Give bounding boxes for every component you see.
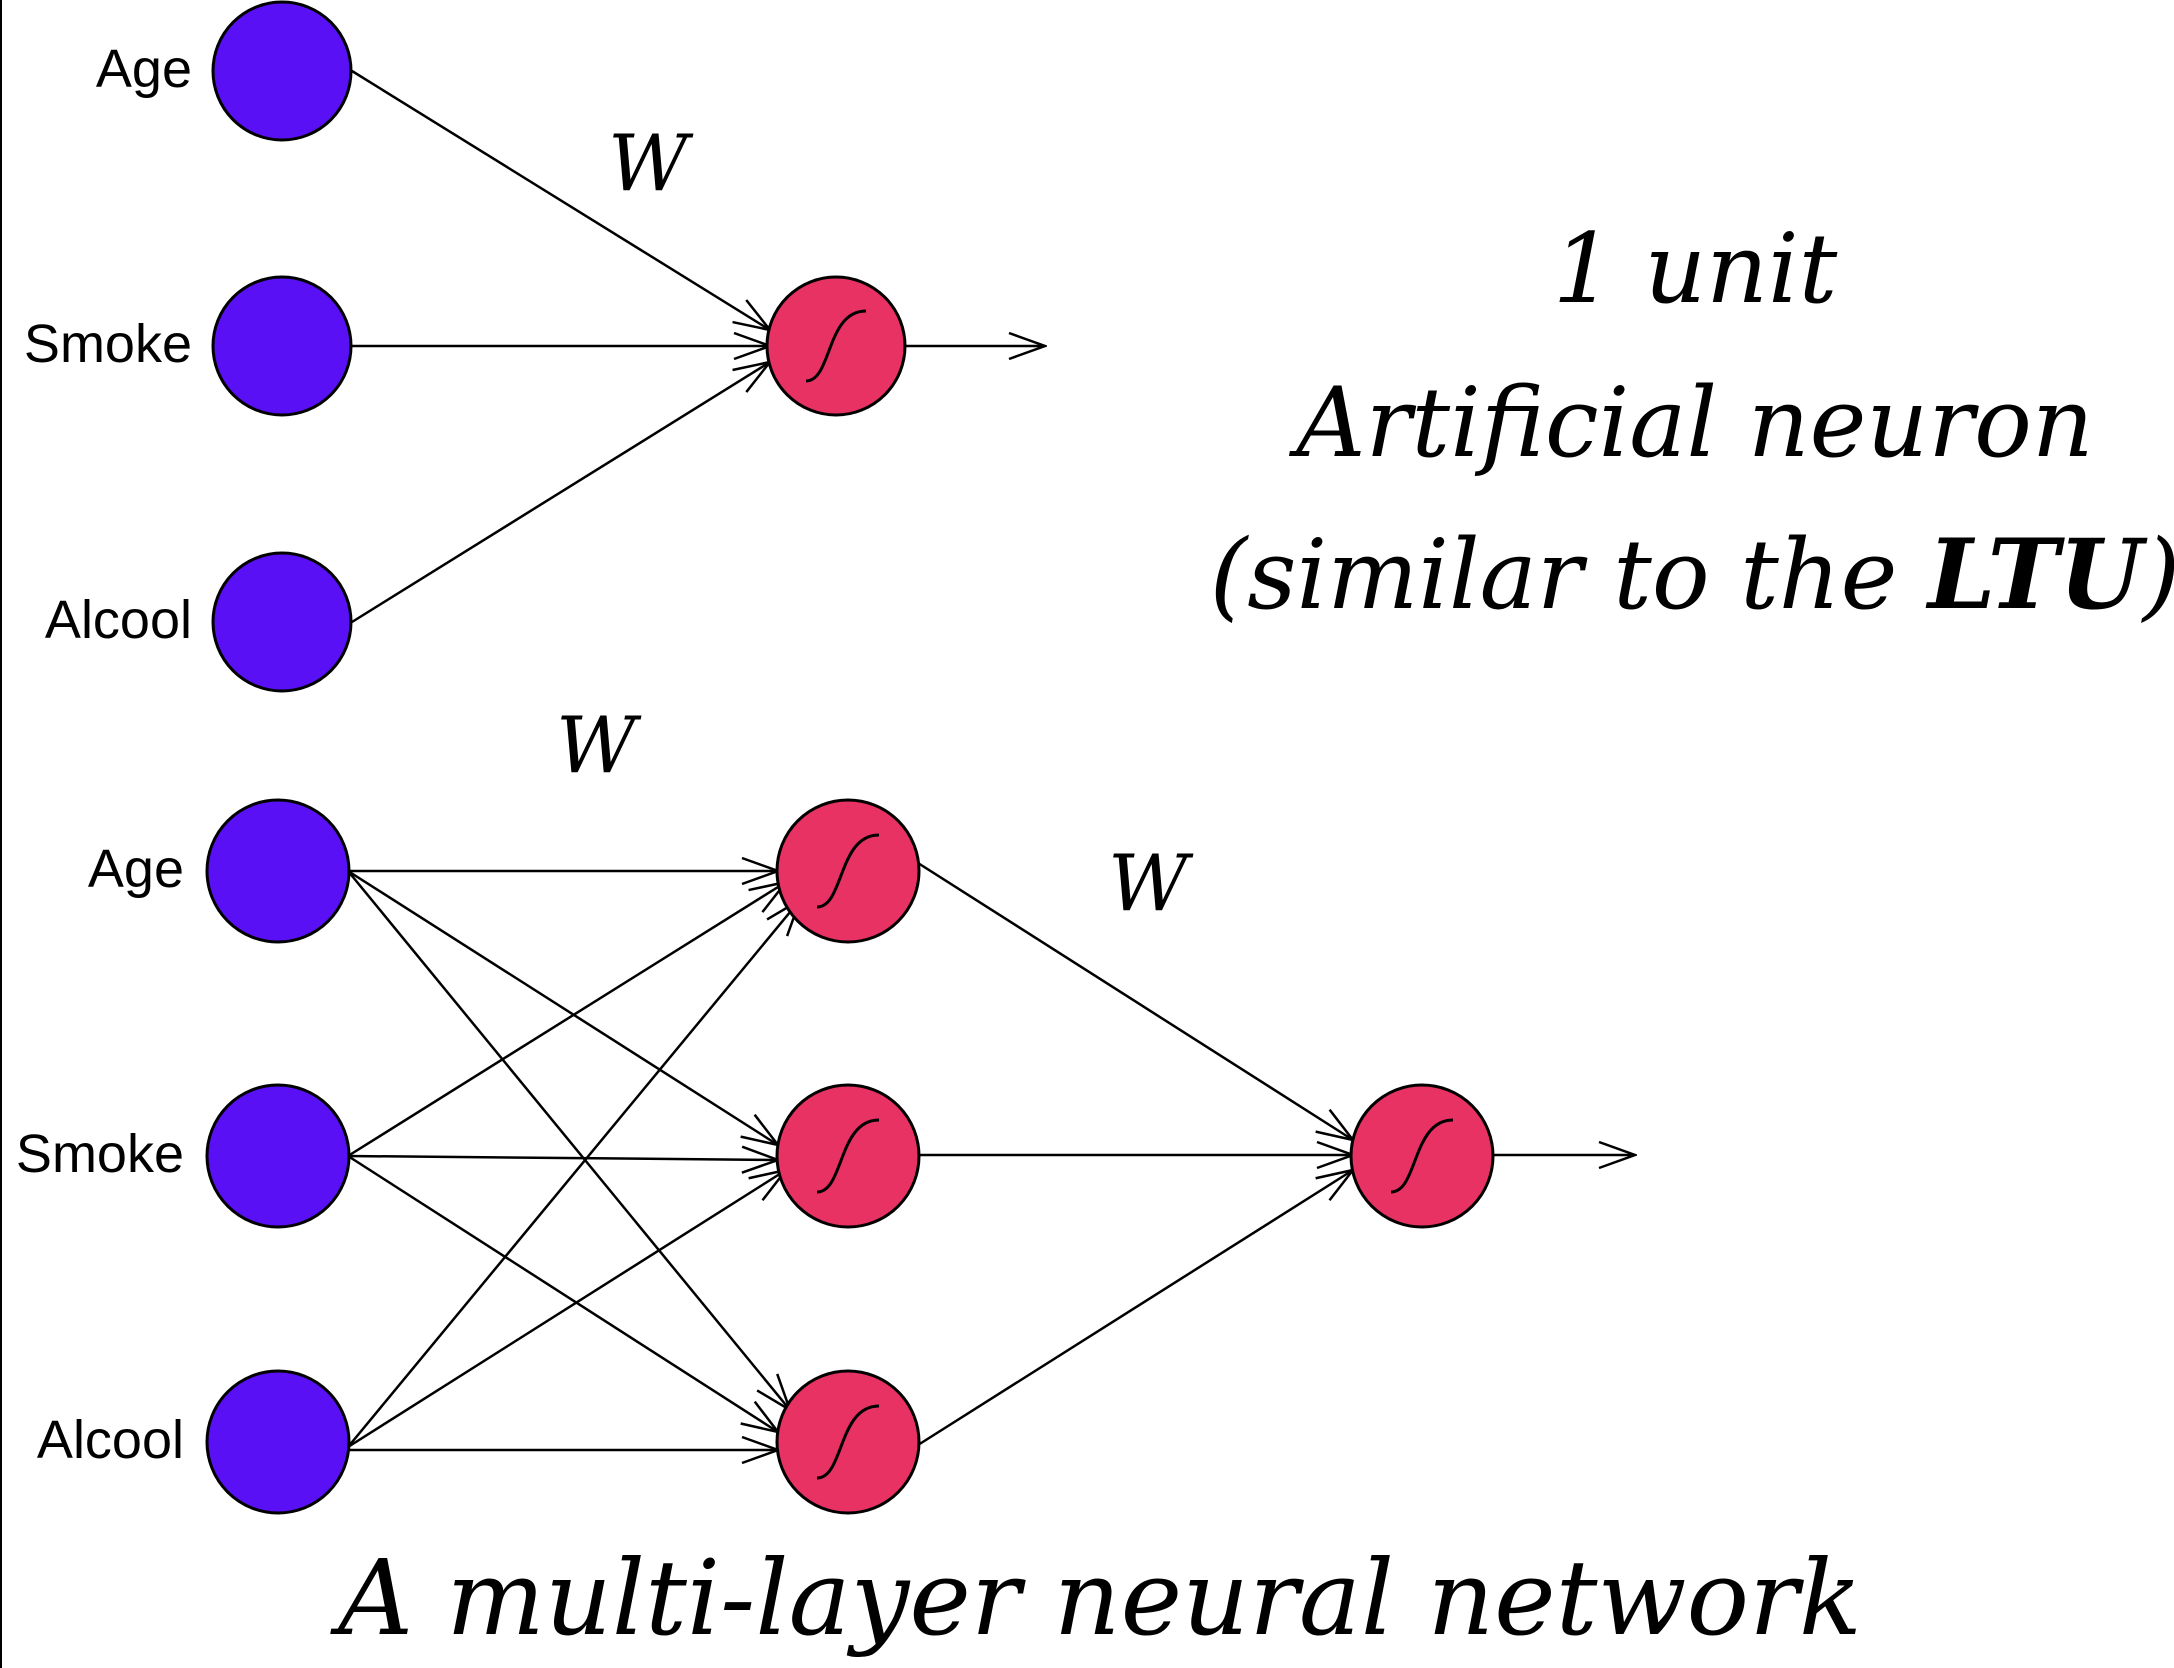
ml-input-label-age: Age bbox=[88, 839, 184, 899]
edge-smoke-to-hidden-2 bbox=[347, 1156, 778, 1160]
ml-input-label-smoke: Smoke bbox=[16, 1124, 184, 1184]
input-label-age: Age bbox=[96, 39, 192, 99]
output-unit-node-multilayer bbox=[1349, 1083, 1495, 1229]
top-edges bbox=[351, 69, 1045, 624]
edge-alcool-to-hidden-2 bbox=[347, 1170, 786, 1449]
caption-line-1-unit: 1 unit bbox=[1553, 213, 1838, 325]
ml-input-node-age bbox=[205, 798, 351, 944]
weight-label-top: W bbox=[608, 119, 694, 209]
sigmoid-icon bbox=[816, 1118, 880, 1194]
input-label-alcool: Alcool bbox=[45, 590, 192, 650]
edge-alcool-to-unit bbox=[351, 362, 770, 624]
edge-age-to-unit bbox=[351, 69, 770, 330]
edge-alcool-to-hidden-1 bbox=[347, 900, 800, 1448]
input-node-smoke bbox=[211, 275, 353, 417]
input-label-smoke: Smoke bbox=[24, 314, 192, 374]
caption-line-3-prefix: (similar to the bbox=[1210, 519, 1928, 631]
edge-age-to-hidden-3 bbox=[347, 870, 790, 1410]
output-unit-node bbox=[765, 275, 907, 417]
multi-layer-network: Age Smoke Alcool W W A multi-layer neura… bbox=[16, 701, 1862, 1659]
caption-line-3-suffix: ) bbox=[2141, 519, 2174, 631]
hidden-unit-node-2 bbox=[775, 1083, 921, 1229]
left-border-line bbox=[0, 0, 2, 1668]
caption-ltu-bold: LTU bbox=[1925, 518, 2148, 631]
sigmoid-icon bbox=[805, 309, 867, 383]
single-unit-network: Age Smoke Alcool W bbox=[24, 0, 1045, 693]
ml-input-label-alcool: Alcool bbox=[37, 1410, 184, 1470]
sigmoid-icon bbox=[816, 833, 880, 909]
caption-line-2-artificial-neuron: Artificial neuron bbox=[1288, 367, 2093, 479]
edge-smoke-to-hidden-1 bbox=[347, 882, 786, 1158]
sigmoid-icon bbox=[1390, 1118, 1454, 1194]
weight-label-input-hidden: W bbox=[556, 701, 642, 791]
hidden-unit-node-1 bbox=[775, 798, 921, 944]
hidden-to-output-edges bbox=[917, 861, 1635, 1447]
hidden-unit-node-3 bbox=[775, 1369, 921, 1515]
caption-line-3-similar-ltu: (similar to the LTU) bbox=[1210, 518, 2174, 631]
single-unit-caption: 1 unit Artificial neuron (similar to the… bbox=[1210, 213, 2174, 631]
ml-input-node-smoke bbox=[205, 1083, 351, 1229]
multi-layer-caption: A multi-layer neural network bbox=[330, 1537, 1862, 1659]
sigmoid-icon bbox=[816, 1404, 880, 1480]
edge-hidden-1-to-output bbox=[917, 861, 1353, 1140]
weight-label-hidden-output: W bbox=[1108, 839, 1194, 929]
input-node-age bbox=[211, 0, 353, 142]
edge-hidden-3-to-output bbox=[917, 1170, 1353, 1447]
input-node-alcool bbox=[211, 551, 353, 693]
edge-age-to-hidden-2 bbox=[347, 869, 778, 1145]
ml-input-node-alcool bbox=[205, 1369, 351, 1515]
input-to-hidden-edges bbox=[347, 869, 800, 1450]
edge-smoke-to-hidden-3 bbox=[347, 1154, 778, 1432]
